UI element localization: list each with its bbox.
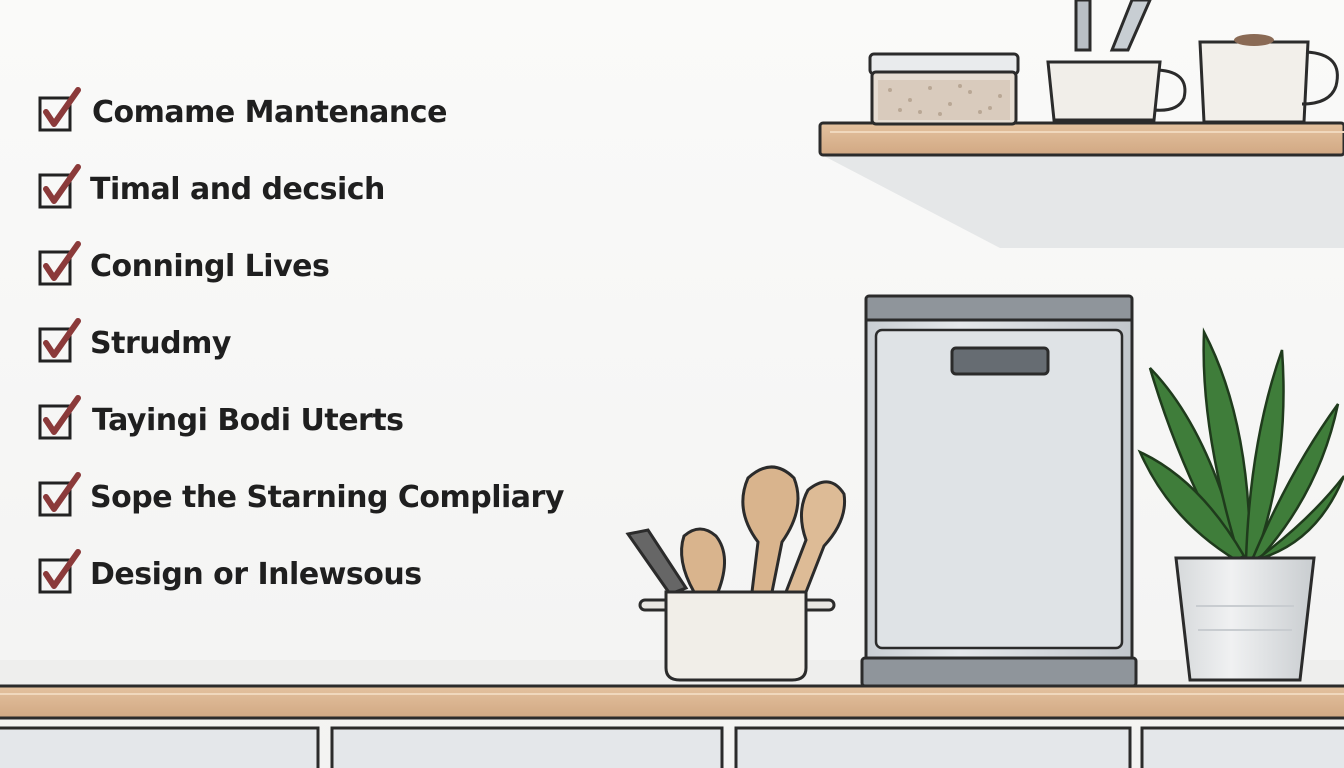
countertop — [0, 684, 1344, 720]
checklist-item-label: Design or Inlewsous — [90, 557, 422, 592]
checked-box-icon[interactable] — [36, 394, 88, 446]
coffee-mug — [1198, 34, 1339, 124]
checklist-item[interactable]: Design or Inlewsous — [36, 548, 564, 625]
utensil-holder — [625, 465, 847, 682]
checklist-item[interactable]: Tayingi Bodi Uterts — [36, 394, 564, 471]
checklist-item-label: Strudmy — [90, 326, 231, 361]
checklist-item[interactable]: Comame Mantenance — [36, 86, 564, 163]
checked-box-icon[interactable] — [36, 471, 88, 523]
checklist-item-label: Sope the Starning Compliary — [90, 480, 564, 515]
checklist-item-label: Comame Mantenance — [92, 95, 447, 130]
checked-box-icon[interactable] — [36, 86, 88, 138]
wall-shelf — [818, 121, 1344, 157]
checklist-item-label: Conningl Lives — [90, 249, 330, 284]
utensil-mug — [1046, 0, 1187, 122]
checked-box-icon[interactable] — [36, 548, 88, 600]
checklist-item[interactable]: Sope the Starning Compliary — [36, 471, 564, 548]
lower-cabinets — [0, 726, 1344, 768]
checklist-item-label: Tayingi Bodi Uterts — [92, 403, 404, 438]
dishwasher — [860, 294, 1138, 688]
potted-plant — [1137, 327, 1344, 682]
checklist-item[interactable]: Conningl Lives — [36, 240, 564, 317]
checklist-item[interactable]: Strudmy — [36, 317, 564, 394]
shelf-shadow — [822, 155, 1344, 248]
checked-box-icon[interactable] — [36, 317, 88, 369]
task-checklist: Comame Mantenance Timal and decsich Conn… — [36, 86, 564, 625]
checklist-item-label: Timal and decsich — [90, 172, 385, 207]
checklist-item[interactable]: Timal and decsich — [36, 163, 564, 240]
storage-jar — [868, 52, 1020, 126]
checked-box-icon[interactable] — [36, 163, 88, 215]
checked-box-icon[interactable] — [36, 240, 88, 292]
